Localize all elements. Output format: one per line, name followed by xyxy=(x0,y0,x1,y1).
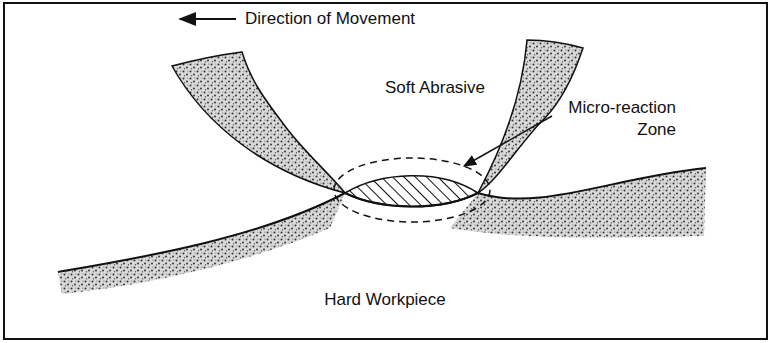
zone-label: Micro-reaction Zone xyxy=(526,97,676,141)
reaction-zone-outline xyxy=(334,158,490,222)
direction-arrow xyxy=(180,18,236,20)
abrasive-grain-right xyxy=(478,40,583,193)
reaction-zone xyxy=(345,176,478,207)
frame xyxy=(4,3,767,339)
part-label: Soft Abrasive xyxy=(385,77,485,99)
leader-arrow xyxy=(464,116,552,166)
direction-label: Direction of Movement xyxy=(245,8,415,30)
part-label: Hard Workpiece xyxy=(324,289,446,311)
abrasive-grain-left xyxy=(172,52,345,193)
